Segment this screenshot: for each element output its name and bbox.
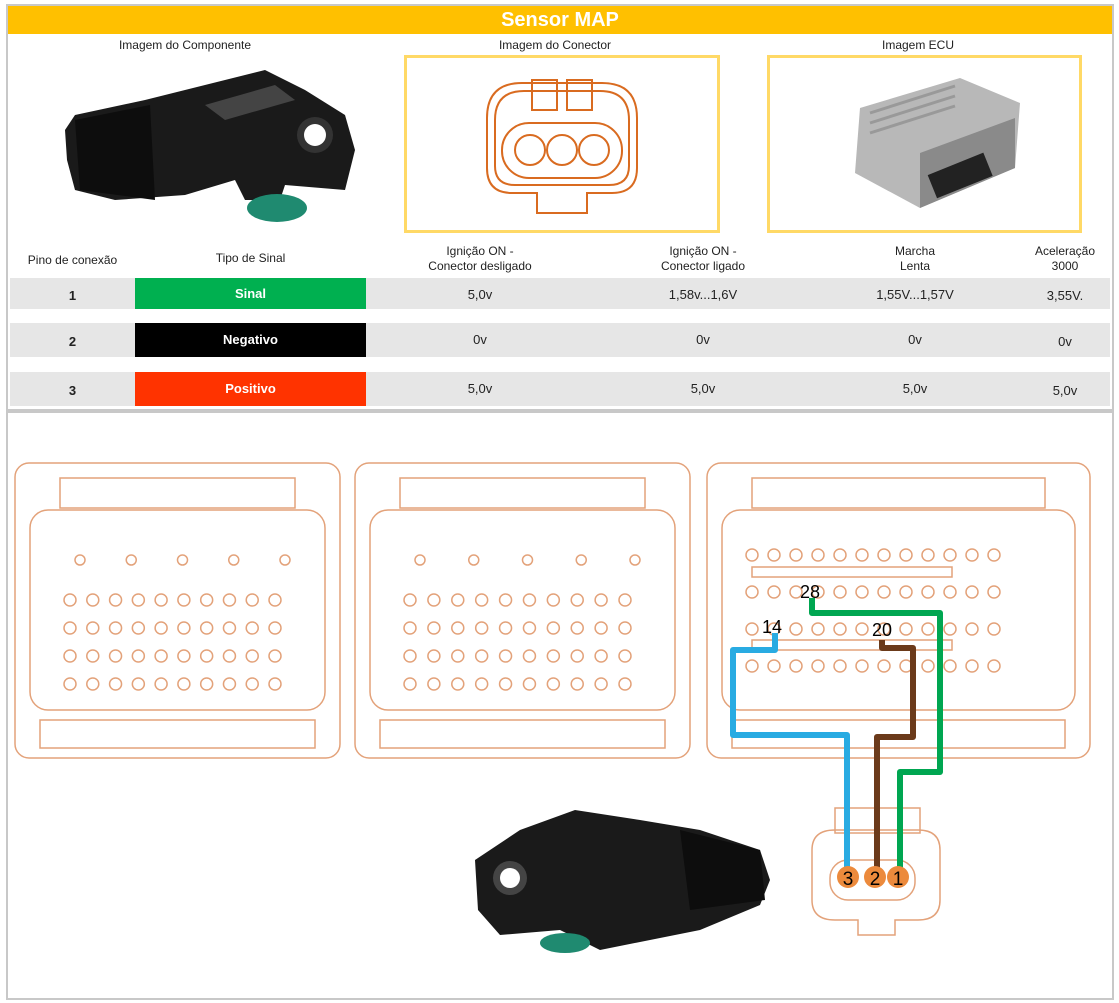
page-title: Sensor MAP [8,6,1112,34]
sensor-pin-label: 2 [870,869,881,890]
value-ign-off: 5,0v [467,381,493,396]
map-sensor-photo-diagram [475,810,770,953]
header-idle: Marcha Lenta [894,244,935,273]
value-ign-off: 0v [473,332,487,347]
connector-image-frame [404,55,720,233]
ecu-photo [855,78,1020,208]
sensor-pin-1 [887,866,909,888]
value-accel: 3,55V. [1046,288,1084,303]
value-idle: 0v [908,332,922,347]
value-idle: 5,0v [902,381,928,396]
header-ign-off: Ignição ON - Conector desligado [428,244,532,273]
value-ign-on: 5,0v [690,381,716,396]
ecu-pin-label: 20 [872,620,892,640]
value-accel: 0v [1058,334,1072,349]
connector-drawing [486,79,638,214]
signal-type-badge: Positivo [135,372,366,406]
ecu-connector-outline [14,462,341,759]
sensor-pin-label: 1 [893,869,904,890]
pin-number: 3 [68,383,77,398]
header-ign-on: Ignição ON - Conector ligado [660,244,746,273]
ecu-pin-label: 14 [762,617,782,637]
wire-pin2 [874,640,916,868]
sensor-pin-label: 3 [843,869,854,890]
pin-number: 2 [68,334,77,349]
wire-pin3 [730,633,850,868]
ecu-image-frame [767,55,1082,233]
value-ign-on: 1,58v...1,6V [668,287,738,302]
value-idle: 1,55V...1,57V [876,287,954,302]
ecu-connector-outline [354,462,691,759]
sensor-pin-3 [837,866,859,888]
value-ign-off: 5,0v [467,287,493,302]
section-divider [8,409,1112,413]
wire-pin1 [809,598,943,868]
header-signal-type: Tipo de Sinal [215,251,286,265]
sensor-pin-2 [864,866,886,888]
pin-number: 1 [68,288,77,303]
value-accel: 5,0v [1052,383,1078,398]
ecu-connector-outline [706,462,1091,759]
header-pin: Pino de conexão [27,253,118,267]
signal-type-badge: Sinal [135,278,366,309]
ecu-pin-label: 28 [800,582,820,602]
map-sensor-photo [65,70,355,222]
value-ign-on: 0v [696,332,710,347]
ecu-image-caption: Imagem ECU [881,38,955,52]
connector-image-caption: Imagem do Conector [498,38,612,52]
signal-type-badge: Negativo [135,323,366,357]
header-accel: Aceleração 3000 [1034,244,1096,273]
component-image-caption: Imagem do Componente [118,38,252,52]
sheet-border [6,4,1114,1000]
